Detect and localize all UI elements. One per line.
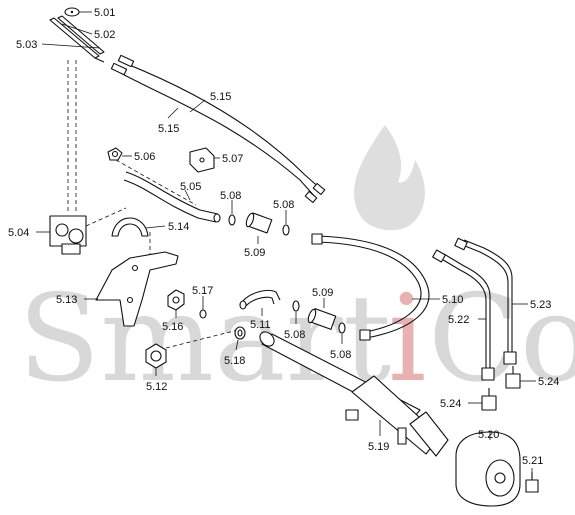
part-5-17-washer <box>199 309 207 319</box>
part-5-20-housing <box>455 431 521 507</box>
label-5-20: 5.20 <box>478 429 499 441</box>
watermark-text-left: Smart <box>18 270 391 409</box>
part-5-13-mounting-plate <box>95 251 179 327</box>
label-5-24-a: 5.24 <box>440 398 461 410</box>
dash-guide-5-04 <box>85 207 127 227</box>
watermark-text-right: Co <box>428 270 575 409</box>
label-5-08-d: 5.08 <box>330 349 351 361</box>
part-5-09-sleeve-a <box>245 212 273 234</box>
part-5-21-connector <box>525 472 539 493</box>
part-5-16-fitting <box>167 289 185 311</box>
label-5-02: 5.02 <box>94 29 115 41</box>
part-5-05-tube <box>123 171 221 223</box>
label-5-08-a: 5.08 <box>220 190 241 202</box>
leader-5-14 <box>145 225 166 229</box>
label-5-07: 5.07 <box>222 153 243 165</box>
label-5-17: 5.17 <box>192 285 213 297</box>
label-5-21: 5.21 <box>522 455 543 467</box>
part-5-23-fuel-pipe <box>454 237 517 365</box>
part-5-08-oring-c <box>292 300 300 312</box>
label-5-16: 5.16 <box>162 321 183 333</box>
label-5-05: 5.05 <box>180 181 201 193</box>
label-5-08-b: 5.08 <box>273 199 294 211</box>
leader-5-03 <box>41 43 101 49</box>
label-5-08-c: 5.08 <box>284 329 305 341</box>
label-5-19: 5.19 <box>368 441 389 453</box>
label-5-15-bottom: 5.15 <box>158 123 179 135</box>
part-5-04-electrode-block <box>49 215 87 255</box>
part-5-10-flexible-hose <box>311 233 430 341</box>
label-5-18: 5.18 <box>224 355 245 367</box>
leader-5-05 <box>184 189 191 201</box>
label-5-04: 5.04 <box>8 227 29 239</box>
label-5-03: 5.03 <box>16 39 37 51</box>
part-5-08-oring-a <box>228 214 236 226</box>
label-5-11: 5.11 <box>250 319 271 331</box>
leader-5-15-top <box>189 99 206 113</box>
label-5-22: 5.22 <box>448 314 469 326</box>
part-5-14-clamp <box>111 217 149 237</box>
dash-guide-5-12 <box>165 329 239 349</box>
part-5-07-bracket <box>189 147 215 173</box>
label-5-12: 5.12 <box>146 381 167 393</box>
label-5-01: 5.01 <box>94 7 115 19</box>
leader-5-18 <box>235 339 239 351</box>
part-5-06-nut <box>107 147 123 161</box>
watermark: Smart i Co <box>18 125 575 409</box>
part-5-22-fuel-pipe <box>432 249 495 381</box>
part-5-11-hose <box>239 289 281 310</box>
watermark-flame-icon <box>354 125 425 231</box>
part-5-18-fitting <box>234 326 246 340</box>
label-5-06: 5.06 <box>134 151 155 163</box>
leader-5-02 <box>61 23 93 35</box>
label-5-09-a: 5.09 <box>244 247 265 259</box>
part-5-08-oring-b <box>282 224 290 236</box>
label-5-09-b: 5.09 <box>312 287 333 299</box>
dash-guide-5-06 <box>115 159 197 206</box>
label-5-13: 5.13 <box>56 294 77 306</box>
part-5-01-hole <box>70 10 74 14</box>
leader-5-15-bottom <box>167 107 179 119</box>
label-5-15-top: 5.15 <box>210 91 231 103</box>
part-5-09-sleeve-b <box>307 308 337 330</box>
part-5-12-nozzle-adapter <box>145 343 167 369</box>
label-5-14: 5.14 <box>168 221 189 233</box>
label-5-24-b: 5.24 <box>538 376 559 388</box>
label-5-23: 5.23 <box>530 299 551 311</box>
part-5-08-oring-d <box>338 322 346 334</box>
part-5-02-electrodes <box>49 15 105 63</box>
part-5-15-ignition-cables <box>110 54 326 204</box>
watermark-text-mid: i <box>388 270 426 409</box>
part-5-19-nozzle-tube <box>259 331 449 457</box>
part-5-24-elbow-b <box>505 366 521 389</box>
label-5-10: 5.10 <box>442 294 463 306</box>
